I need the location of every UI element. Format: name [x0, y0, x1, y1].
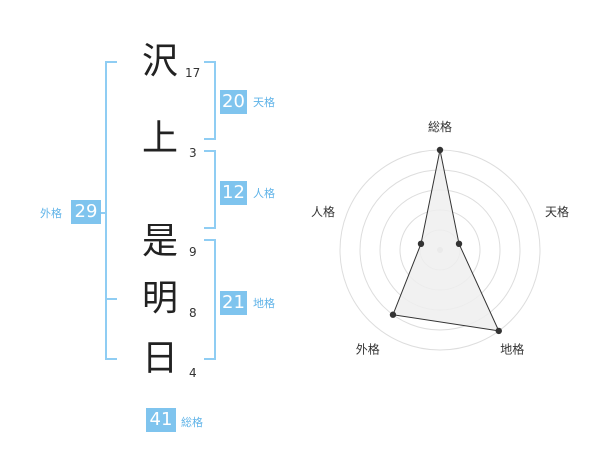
gaikaku-badge: 29: [71, 200, 101, 224]
kanji-char-3: 是: [141, 221, 178, 262]
radar-grid-ring: [399, 209, 481, 291]
radar-grid-ring: [359, 169, 521, 331]
tenkaku-label: 天格: [253, 96, 275, 109]
gaikaku-bracket-connector: [99, 212, 107, 214]
radar-axis-label-5: 人格: [311, 204, 335, 219]
kanji-strokes-5: 4: [189, 366, 197, 380]
radar-point-4: [389, 311, 397, 318]
radar-axis-label-1: 総格: [428, 119, 452, 134]
kanji-char-1: 沢: [141, 41, 178, 82]
radar-axis-label-4: 外格: [356, 342, 380, 357]
radar-grid-ring: [379, 189, 501, 311]
gaikaku-bracket: [105, 61, 117, 360]
radar-point-2: [455, 240, 463, 248]
gaikaku-bracket-tick: [105, 298, 117, 300]
tenkaku-bracket: [204, 61, 216, 140]
soukaku-badge: 41: [146, 408, 176, 432]
jinkaku-bracket: [204, 150, 216, 229]
jinkaku-badge: 12: [220, 181, 247, 205]
soukaku-label: 総格: [181, 416, 203, 429]
chikaku-bracket: [204, 239, 216, 360]
radar-area: [392, 149, 500, 332]
kanji-char-4: 明: [141, 278, 178, 319]
radar-point-1: [436, 146, 444, 154]
radar-axis-label-3: 地格: [500, 342, 524, 357]
kanji-strokes-2: 3: [189, 146, 197, 160]
gaikaku-label: 外格: [40, 207, 62, 220]
radar-grid-ring: [339, 149, 541, 351]
radar-point-5: [417, 240, 425, 248]
kanji-strokes-1: 17: [185, 66, 201, 80]
chikaku-label: 地格: [253, 297, 275, 310]
kanji-strokes-4: 8: [189, 306, 197, 320]
tenkaku-badge: 20: [220, 90, 247, 114]
radar-axis-label-2: 天格: [545, 204, 569, 219]
jinkaku-label: 人格: [253, 187, 275, 200]
kanji-strokes-3: 9: [189, 245, 197, 259]
radar-point-3: [495, 327, 502, 335]
chikaku-badge: 21: [220, 291, 247, 315]
kanji-char-5: 日: [141, 338, 178, 379]
radar-center-dot: [437, 247, 443, 253]
radar-grid-ring: [419, 229, 461, 271]
kanji-char-2: 上: [141, 118, 178, 159]
